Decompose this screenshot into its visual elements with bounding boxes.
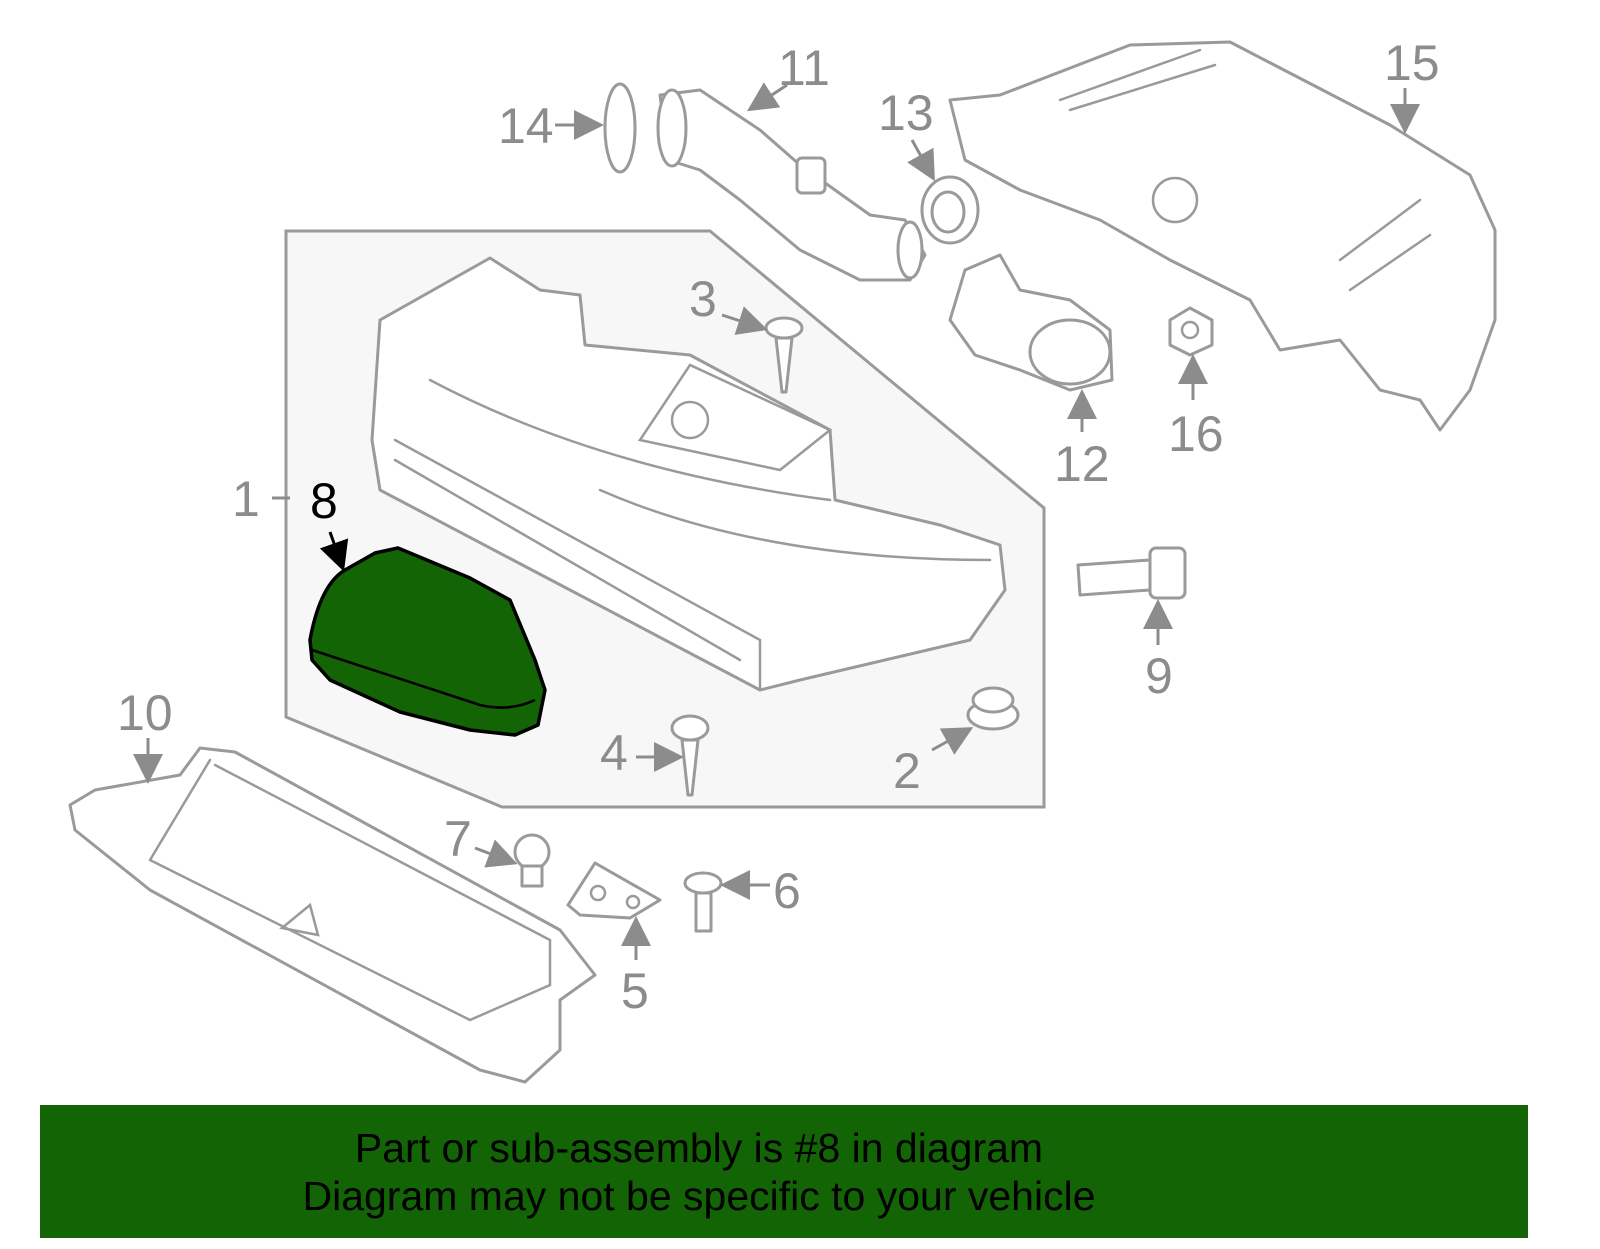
callout-7: 7	[444, 811, 472, 867]
callout-8-highlighted: 8	[310, 473, 338, 529]
callout-12: 12	[1054, 436, 1110, 492]
part-13-seal[interactable]	[920, 175, 980, 245]
part-6-bolt[interactable]	[683, 871, 723, 933]
part-16-nut[interactable]	[1168, 306, 1214, 357]
part-5-bracket[interactable]	[566, 861, 662, 920]
callout-5: 5	[621, 963, 649, 1019]
callout-9: 9	[1145, 648, 1173, 704]
part-3-screw[interactable]	[764, 316, 804, 394]
part-15-engine-cover[interactable]	[948, 40, 1497, 432]
part-11-intake-hose[interactable]	[656, 88, 927, 282]
banner-line-2: Diagram may not be specific to your vehi…	[302, 1172, 1096, 1219]
part-10-lower-duct[interactable]	[68, 746, 597, 1084]
callout-6: 6	[773, 863, 801, 919]
callout-16: 16	[1168, 406, 1224, 462]
callout-1: 1	[232, 471, 260, 527]
callout-11: 11	[778, 40, 830, 96]
part-7-clip[interactable]	[513, 833, 551, 888]
part-9-push-pin[interactable]	[1076, 546, 1187, 600]
callout-13: 13	[878, 85, 934, 141]
callout-3: 3	[689, 271, 717, 327]
part-14-clamp-ring[interactable]	[603, 82, 637, 174]
part-4-screw[interactable]	[670, 714, 710, 797]
callout-10: 10	[117, 685, 173, 741]
info-banner: Part or sub-assembly is #8 in diagram Di…	[40, 1105, 1528, 1238]
callout-15: 15	[1384, 35, 1440, 91]
part-2-grommet[interactable]	[966, 686, 1020, 731]
banner-line-1: Part or sub-assembly is #8 in diagram	[354, 1124, 1044, 1171]
callout-14: 14	[498, 98, 554, 154]
callout-4: 4	[600, 725, 628, 781]
part-8-highlighted-cover[interactable]	[308, 546, 547, 737]
part-12-elbow-duct[interactable]	[948, 253, 1114, 392]
callout-2: 2	[893, 743, 921, 799]
part-1-air-filter-housing[interactable]	[370, 256, 1007, 692]
